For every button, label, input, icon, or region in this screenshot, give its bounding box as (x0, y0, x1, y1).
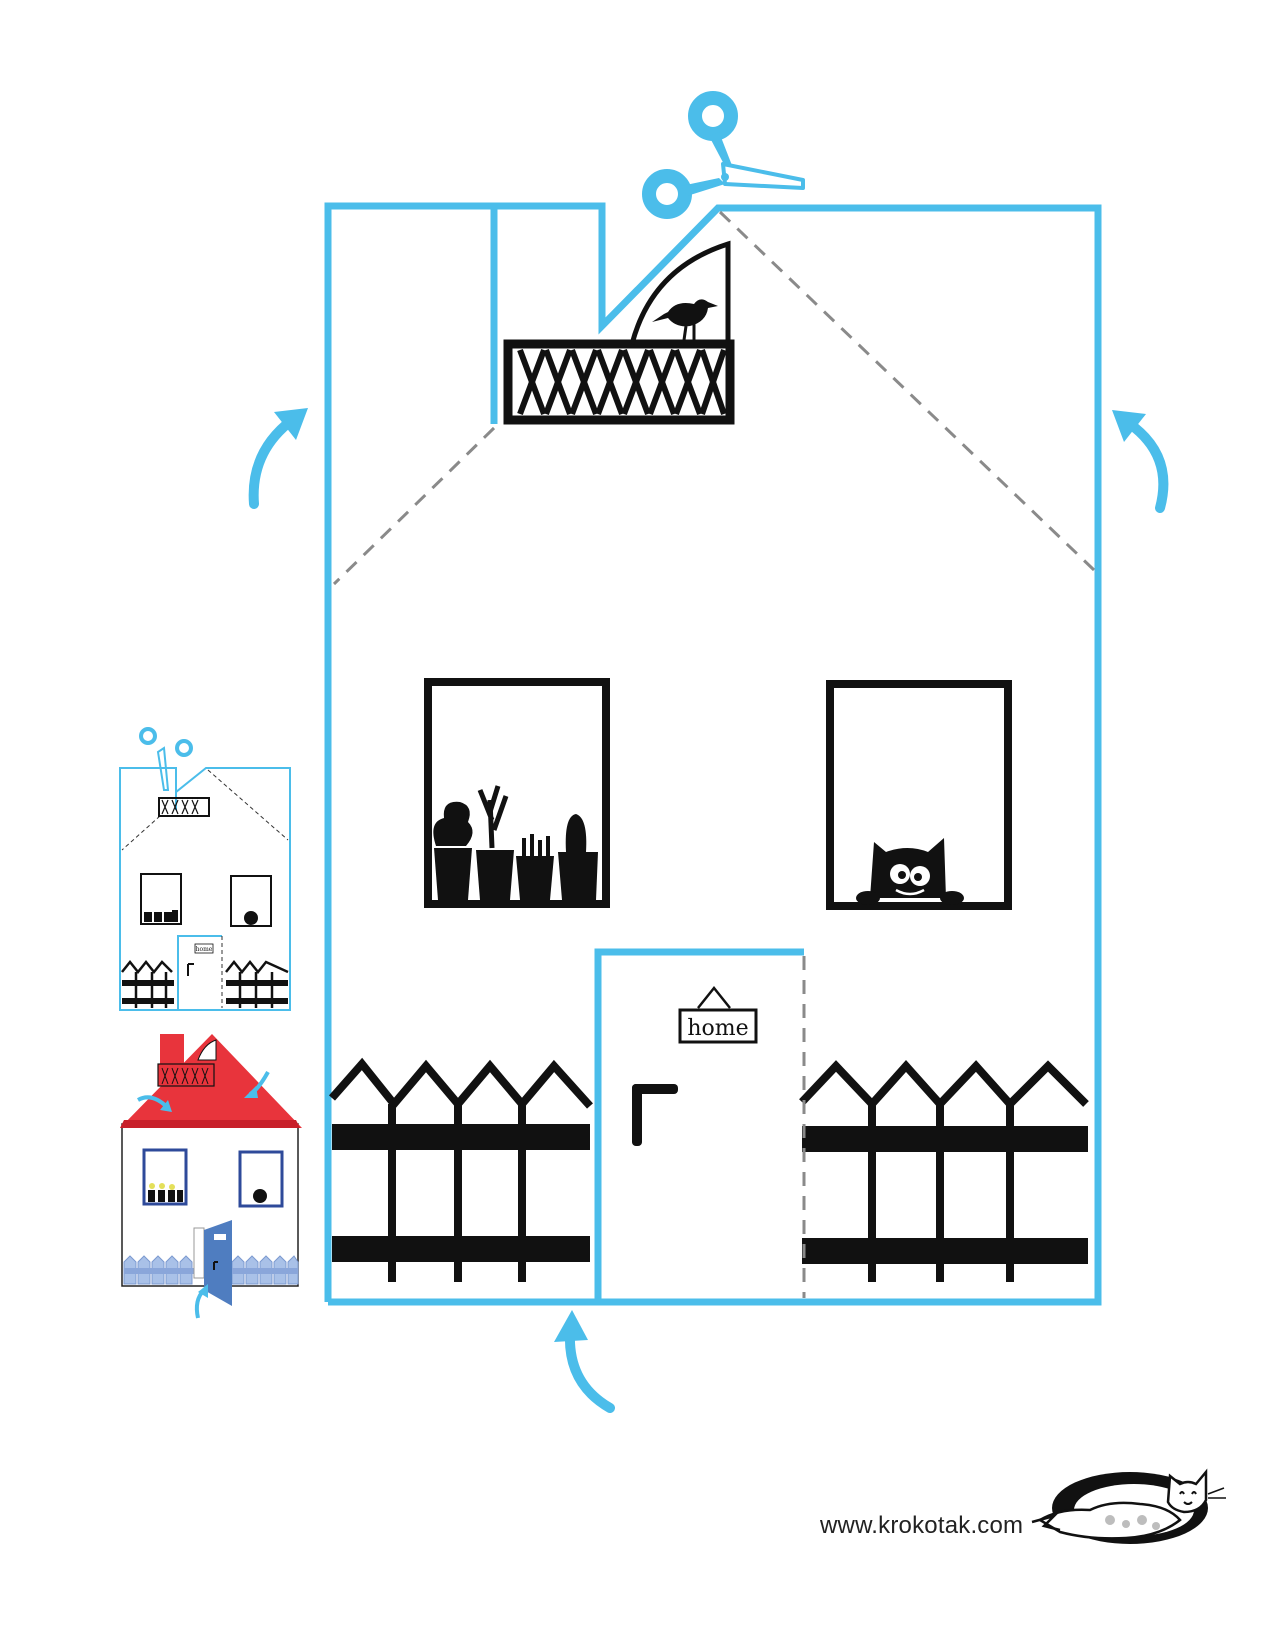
arrow-head-bottom (554, 1310, 588, 1342)
arrow-head-right (1112, 410, 1146, 442)
scissors-icon (642, 91, 805, 219)
curved-arrow-icon (1125, 419, 1169, 513)
window-right (826, 680, 1012, 910)
window-left (424, 678, 610, 908)
house-cut-outline (324, 202, 1102, 1306)
mini-door-sign-text: home (196, 946, 213, 953)
arrow-head-left (274, 408, 308, 440)
mini-template-preview: home (119, 727, 291, 1011)
site-url: www.krokotak.com (820, 1512, 1024, 1539)
bird-icon (652, 299, 718, 341)
door-handle (632, 1084, 678, 1146)
finished-house-preview (120, 1034, 302, 1319)
curved-arrow-icon (564, 1329, 615, 1413)
crocodile-cat-logo (1031, 1468, 1226, 1544)
curved-arrow-icon (248, 415, 297, 509)
cat-icon (1166, 1468, 1226, 1514)
balcony (503, 240, 735, 425)
door-sign: home (678, 985, 758, 1044)
door-sign-text: home (687, 1016, 748, 1041)
door: home (594, 948, 806, 1302)
scissors-icon (139, 727, 193, 791)
roof-fold-lines (332, 210, 1096, 586)
cat-icon (856, 838, 964, 905)
fence-right (799, 1060, 1089, 1282)
fence-left (329, 1057, 593, 1282)
